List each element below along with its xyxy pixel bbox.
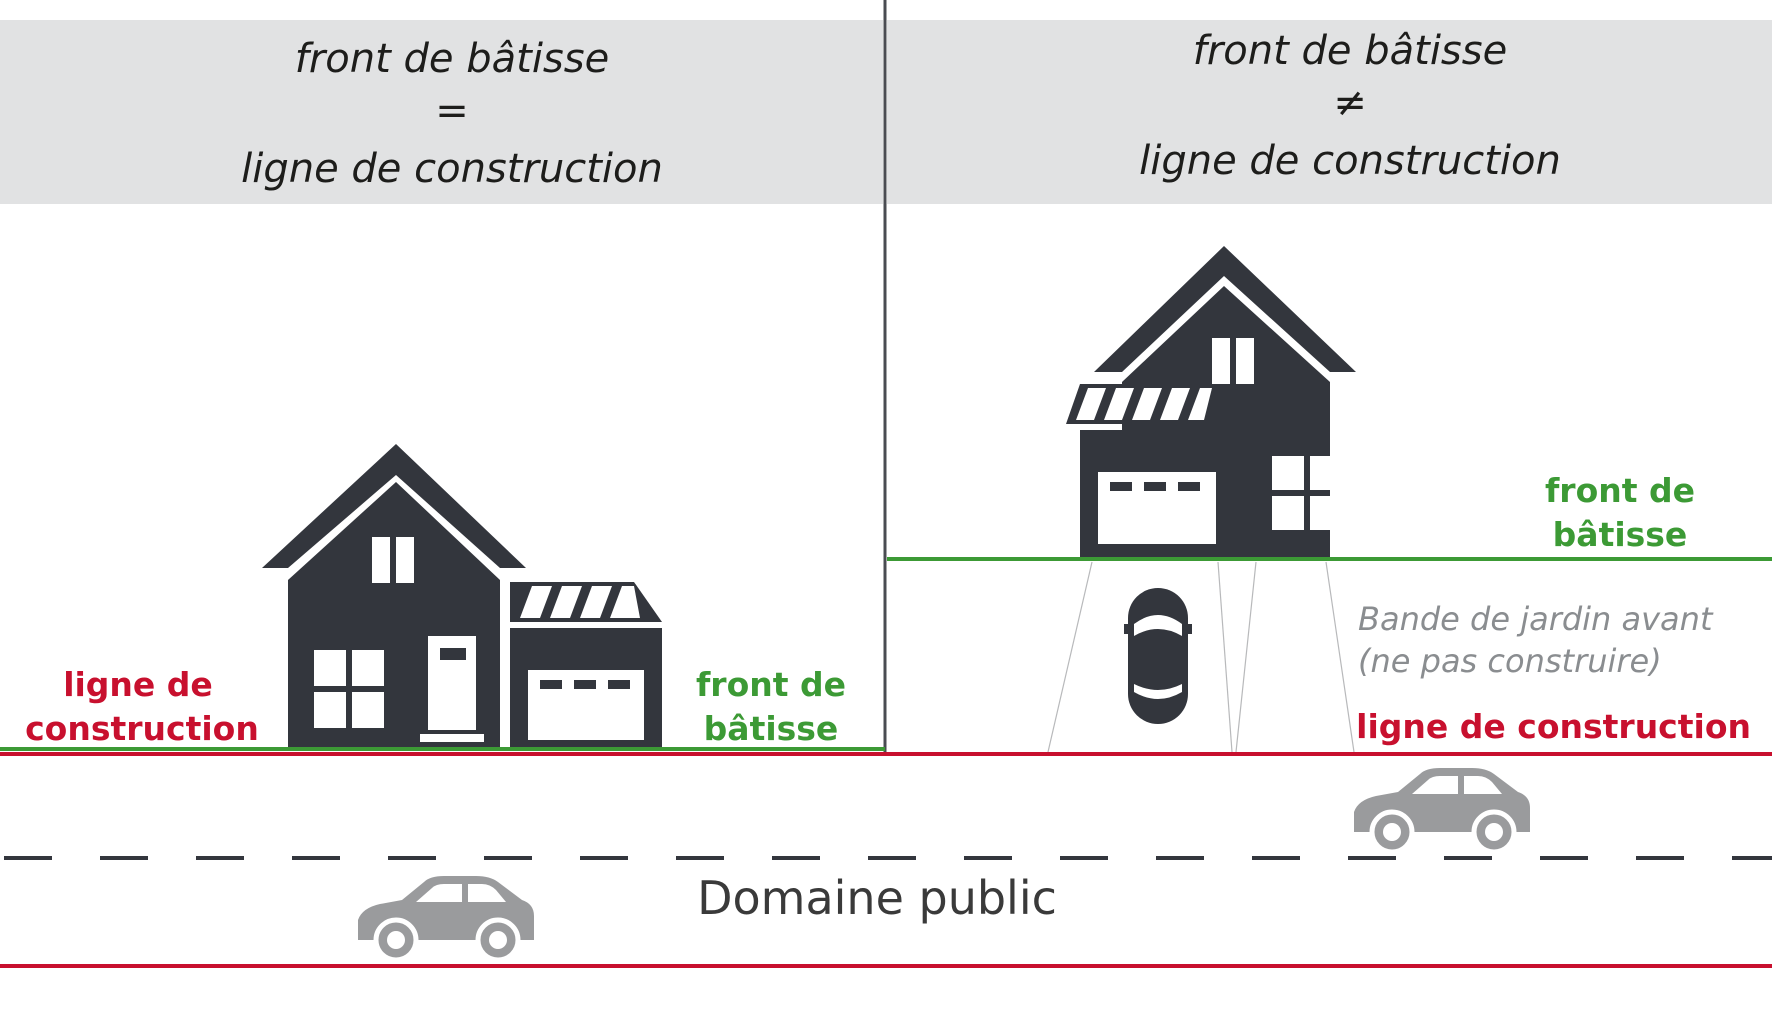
- garden-label-2: (ne pas construire): [1358, 642, 1662, 680]
- driveway-lines: [1047, 561, 1355, 753]
- left-construction-label-1: ligne de: [63, 665, 213, 704]
- right-header-background: [887, 20, 1772, 204]
- house-icon: [1066, 246, 1356, 558]
- right-header-line-1: front de bâtisse: [1193, 28, 1507, 74]
- right-construction-label: ligne de construction: [1356, 707, 1751, 746]
- house-icon: [262, 444, 662, 750]
- car-icon: [358, 876, 534, 960]
- right-header-symbol: ≠: [1333, 80, 1367, 126]
- car-icon: [1354, 768, 1530, 852]
- garden-label-1: Bande de jardin avant: [1358, 600, 1714, 638]
- left-header-background: [0, 20, 883, 204]
- left-header-symbol: =: [435, 88, 469, 134]
- right-front-label-1: front de: [1545, 471, 1695, 510]
- left-construction-label-2: construction: [25, 709, 259, 748]
- left-front-label-1: front de: [696, 665, 846, 704]
- public-domain-label: Domaine public: [697, 871, 1057, 925]
- left-front-label-2: bâtisse: [704, 709, 839, 748]
- left-header-line-3: ligne de construction: [241, 146, 663, 192]
- right-header-line-3: ligne de construction: [1139, 138, 1561, 184]
- left-header-line-1: front de bâtisse: [295, 36, 609, 82]
- right-front-label-2: bâtisse: [1553, 515, 1688, 554]
- car-top-view-icon: [1124, 588, 1192, 724]
